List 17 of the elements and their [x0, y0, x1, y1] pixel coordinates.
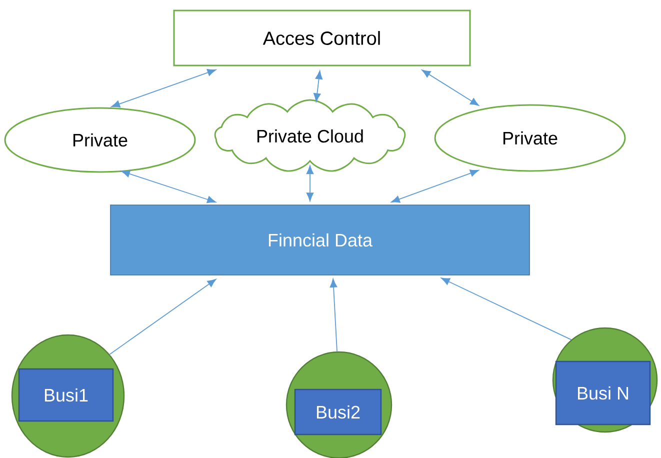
- arrow: [121, 170, 216, 204]
- process-box: Busi1: [18, 368, 114, 422]
- arrow: [306, 165, 314, 202]
- arrow: [330, 278, 338, 352]
- arrow: [391, 170, 479, 203]
- arrow: [111, 68, 216, 108]
- arrow: [314, 70, 322, 102]
- arrow: [441, 278, 572, 340]
- process-box: Busi N: [555, 360, 651, 426]
- process-box: Finncial Data: [110, 204, 530, 276]
- arrow: [422, 70, 479, 106]
- arrow: [109, 278, 216, 355]
- ellipse-node: Private: [434, 104, 626, 172]
- cloud-node: Private Cloud: [214, 99, 406, 172]
- process-box: Busi2: [294, 388, 382, 436]
- ellipse-node: Private: [4, 107, 196, 173]
- process-box: Acces Control: [173, 10, 471, 66]
